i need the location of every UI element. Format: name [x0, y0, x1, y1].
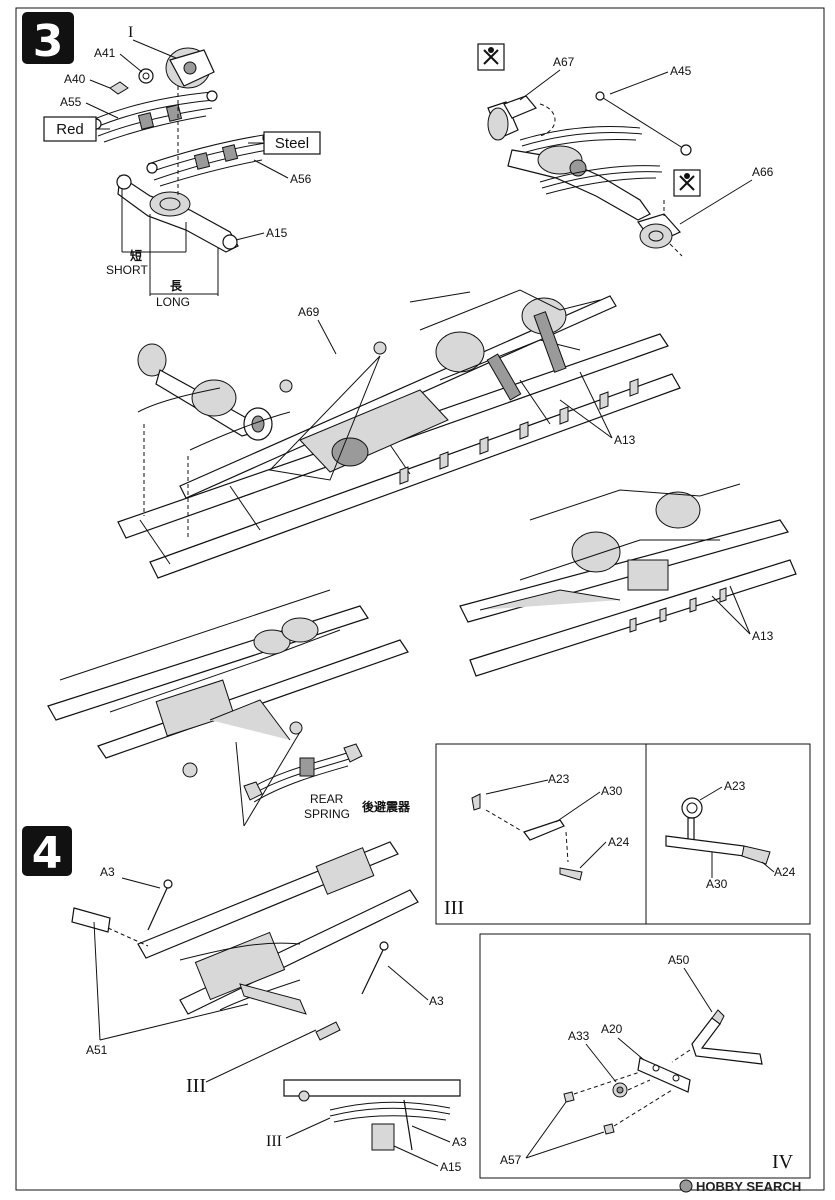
- label-a67: A67: [553, 55, 575, 69]
- panel-iv-frame: [479, 933, 811, 1179]
- label-a56: A56: [290, 172, 312, 186]
- label-a24-assembled: A24: [774, 865, 796, 879]
- label-a30: A30: [601, 784, 623, 798]
- long-label: LONG: [156, 295, 190, 309]
- panel-iii-exploded: [471, 793, 583, 881]
- rear-axle-exploded: [90, 47, 274, 296]
- panel-iii-frame: [435, 743, 811, 925]
- step-3-badge: 3: [22, 12, 74, 67]
- do-not-glue-icon: [673, 169, 701, 197]
- front-axle-exploded: [477, 43, 701, 257]
- label-a30-assembled: A30: [706, 877, 728, 891]
- label-a3-top: A3: [100, 865, 115, 879]
- panel-iii-assembled: [665, 797, 771, 865]
- label-a50: A50: [668, 953, 690, 967]
- label-a40: A40: [64, 72, 86, 86]
- roman-iii-b: III: [266, 1133, 282, 1150]
- panel-iii-roman: III: [444, 897, 464, 919]
- chassis-underside-view: [47, 589, 409, 827]
- step-4-chassis: [71, 841, 419, 1041]
- label-a23: A23: [548, 772, 570, 786]
- color-callout-steel: Steel: [248, 131, 321, 155]
- step-number: 3: [33, 16, 64, 67]
- watermark: HOBBY SEARCH: [679, 1179, 801, 1194]
- panel-iv-roman: IV: [772, 1151, 794, 1173]
- page-border: [15, 7, 825, 1191]
- label-a66: A66: [752, 165, 774, 179]
- label-a20: A20: [601, 1022, 623, 1036]
- watermark-text: HOBBY SEARCH: [696, 1179, 801, 1194]
- step-number: 4: [32, 828, 63, 879]
- label-a57: A57: [500, 1153, 522, 1167]
- roman-iii-a: III: [186, 1075, 206, 1097]
- rear-spring-cjk-label: 後避震器: [362, 799, 411, 814]
- color-steel-label: Steel: [275, 135, 309, 152]
- panel-iv-parts: [563, 1009, 763, 1135]
- color-red-label: Red: [56, 121, 84, 138]
- label-a55: A55: [60, 95, 82, 109]
- label-a15: A15: [266, 226, 288, 240]
- label-a13-detail: A13: [752, 629, 774, 643]
- label-a45: A45: [670, 64, 692, 78]
- step-4-badge: 4: [22, 826, 72, 879]
- do-not-glue-icon: [477, 43, 505, 71]
- label-a23-assembled: A23: [724, 779, 746, 793]
- chassis-rear-detail: [459, 483, 797, 677]
- step-4-detail: [283, 1079, 461, 1151]
- rear-spring-label-2: SPRING: [304, 807, 350, 821]
- color-callout-red: Red: [43, 116, 110, 142]
- label-a3-right: A3: [429, 994, 444, 1008]
- rear-spring-label-1: REAR: [310, 792, 344, 806]
- label-a69: A69: [298, 305, 320, 319]
- label-a15-bottom: A15: [440, 1160, 462, 1174]
- label-a3-bottom: A3: [452, 1135, 467, 1149]
- label-a13: A13: [614, 433, 636, 447]
- roman-numeral-i: I: [128, 24, 133, 41]
- short-label: SHORT: [106, 263, 148, 277]
- short-cjk-label: 短: [130, 248, 142, 263]
- label-a33: A33: [568, 1029, 590, 1043]
- label-a51: A51: [86, 1043, 108, 1057]
- label-a41: A41: [94, 46, 116, 60]
- chassis-main-assembly: [117, 289, 681, 579]
- long-cjk-label: 長: [170, 278, 183, 293]
- label-a24: A24: [608, 835, 630, 849]
